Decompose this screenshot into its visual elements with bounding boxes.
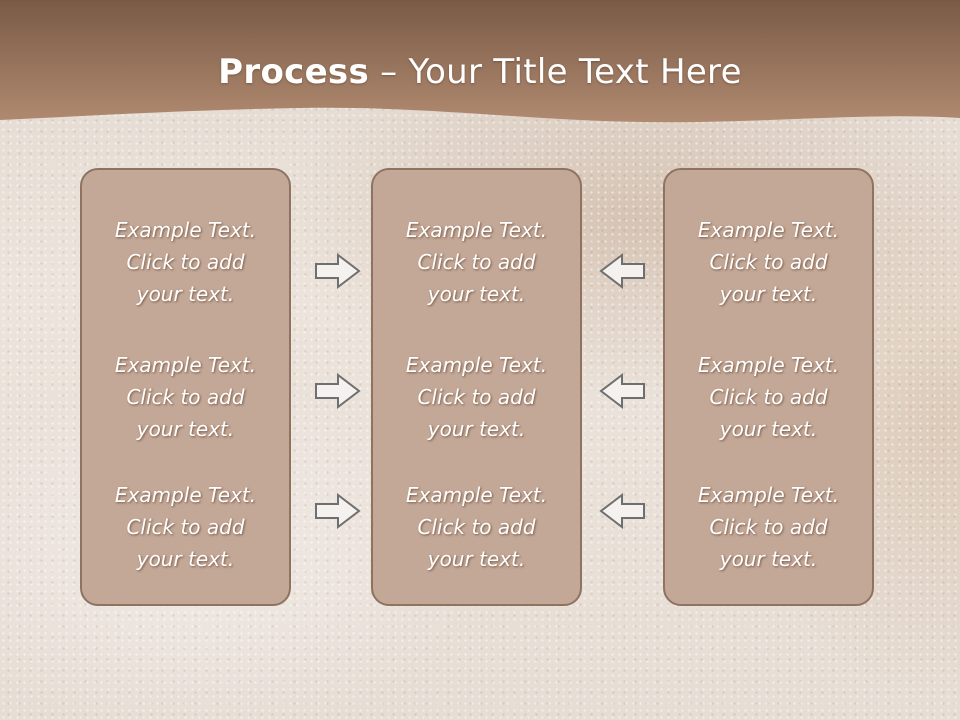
text-line: Click to add <box>126 250 245 274</box>
text-line: Click to add <box>417 515 536 539</box>
text-line: your text. <box>136 547 235 571</box>
text-block[interactable]: Example Text. Click to add your text. <box>373 479 580 575</box>
process-box-center[interactable]: Example Text. Click to add your text. Ex… <box>371 168 582 606</box>
text-block[interactable]: Example Text. Click to add your text. <box>665 349 872 445</box>
text-block[interactable]: Example Text. Click to add your text. <box>82 349 289 445</box>
text-line: Click to add <box>417 250 536 274</box>
arrow-left-icon <box>599 492 645 530</box>
arrow-left-icon <box>599 252 645 290</box>
header-band <box>0 0 960 123</box>
text-line: Click to add <box>709 385 828 409</box>
text-line: your text. <box>136 282 235 306</box>
text-line: Example Text. <box>697 483 840 507</box>
text-line: Click to add <box>709 250 828 274</box>
text-line: Example Text. <box>697 218 840 242</box>
text-line: Example Text. <box>114 483 257 507</box>
text-line: Click to add <box>709 515 828 539</box>
text-line: Example Text. <box>697 353 840 377</box>
text-block[interactable]: Example Text. Click to add your text. <box>665 479 872 575</box>
text-line: your text. <box>719 282 818 306</box>
process-box-right[interactable]: Example Text. Click to add your text. Ex… <box>663 168 874 606</box>
text-block[interactable]: Example Text. Click to add your text. <box>665 214 872 310</box>
arrow-left-icon <box>599 372 645 410</box>
text-line: Example Text. <box>114 353 257 377</box>
text-line: your text. <box>719 417 818 441</box>
text-line: your text. <box>427 282 526 306</box>
text-block[interactable]: Example Text. Click to add your text. <box>373 349 580 445</box>
text-line: Click to add <box>417 385 536 409</box>
title-bold: Process <box>218 52 370 92</box>
text-line: Example Text. <box>114 218 257 242</box>
process-box-left[interactable]: Example Text. Click to add your text. Ex… <box>80 168 291 606</box>
text-line: Example Text. <box>405 353 548 377</box>
text-line: Click to add <box>126 515 245 539</box>
text-line: your text. <box>719 547 818 571</box>
text-line: your text. <box>427 547 526 571</box>
text-line: Click to add <box>126 385 245 409</box>
title-rest: – Your Title Text Here <box>369 52 742 92</box>
text-line: Example Text. <box>405 483 548 507</box>
text-line: Example Text. <box>405 218 548 242</box>
text-block[interactable]: Example Text. Click to add your text. <box>373 214 580 310</box>
slide-title[interactable]: Process – Your Title Text Here <box>0 52 960 92</box>
text-block[interactable]: Example Text. Click to add your text. <box>82 479 289 575</box>
arrow-right-icon <box>315 492 361 530</box>
text-block[interactable]: Example Text. Click to add your text. <box>82 214 289 310</box>
arrow-right-icon <box>315 252 361 290</box>
arrow-right-icon <box>315 372 361 410</box>
text-line: your text. <box>427 417 526 441</box>
text-line: your text. <box>136 417 235 441</box>
